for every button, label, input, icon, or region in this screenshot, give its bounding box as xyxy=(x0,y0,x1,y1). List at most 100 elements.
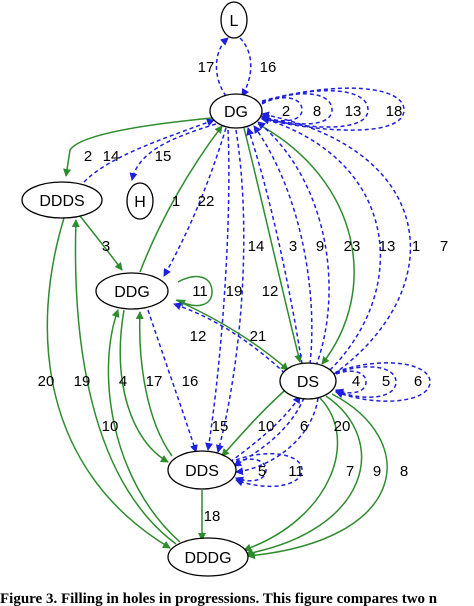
nodes: L DG DDDS H DDG DS DDS DDDG xyxy=(21,1,337,577)
edge-label: 12 xyxy=(262,283,279,300)
edge-ds-to-dg-9 xyxy=(253,125,313,365)
edge-dg-to-l xyxy=(215,37,229,97)
edge-label: 14 xyxy=(103,148,120,165)
edge-label: 9 xyxy=(373,463,381,480)
node-ds-label: DS xyxy=(297,374,319,391)
edge-label: 22 xyxy=(198,193,215,210)
edge-ds-to-dg-3 xyxy=(246,127,303,365)
edge-label: 3 xyxy=(102,238,110,255)
edge-dg-self-8 xyxy=(261,93,333,125)
edge-dddg-to-ddds xyxy=(71,219,177,545)
edge-label: 17 xyxy=(146,373,163,390)
edge-label: 4 xyxy=(119,373,127,390)
edges xyxy=(46,37,431,560)
figure-caption: Figure 3. Filling in holes in progressio… xyxy=(0,591,438,606)
edge-ddds-to-dddg xyxy=(46,217,171,549)
edge-label: 5 xyxy=(382,373,390,390)
edge-label: 2 xyxy=(84,148,92,165)
node-h-label: H xyxy=(134,194,146,211)
edge-label: 18 xyxy=(204,508,221,525)
node-ddds-label: DDDS xyxy=(39,193,84,210)
edge-dg-self-2 xyxy=(261,97,303,123)
edge-ds-to-dddg-9 xyxy=(245,395,363,557)
edge-label: 16 xyxy=(260,59,277,76)
edge-ds-to-dds-15 xyxy=(221,383,293,457)
edge-label: 15 xyxy=(212,418,229,435)
edge-ddds-to-ddg xyxy=(79,215,123,271)
node-h: H xyxy=(126,182,154,220)
edge-label: 7 xyxy=(440,238,448,255)
edge-label: 11 xyxy=(288,463,304,480)
edge-label: 11 xyxy=(192,283,208,300)
edge-label: 5 xyxy=(258,463,266,480)
edge-ds-to-dg-23 xyxy=(257,121,330,367)
edge-label: 19 xyxy=(226,283,243,300)
edge-dg-to-h xyxy=(129,123,217,181)
edge-label: 18 xyxy=(386,103,403,120)
edge-label: 8 xyxy=(400,463,408,480)
edge-label: 6 xyxy=(414,373,422,390)
edge-dg-to-ds-13 xyxy=(257,123,355,365)
edge-labels: 17 16 2 8 13 18 2 14 15 1 22 3 11 19 12 … xyxy=(38,59,449,525)
edge-dds-to-ds-10 xyxy=(229,395,301,463)
edge-dg-to-ddds xyxy=(63,117,213,177)
edge-ddds-to-dg xyxy=(83,118,215,183)
edge-dds-self-11 xyxy=(235,452,303,488)
node-dddg-label: DDDG xyxy=(184,550,231,567)
edge-dds-to-ddg-17 xyxy=(135,311,173,457)
edge-label: 6 xyxy=(300,418,308,435)
node-ds: DS xyxy=(279,362,337,400)
edge-ddg-to-dds-16 xyxy=(147,309,198,453)
edge-dg-to-ds-14 xyxy=(243,127,303,363)
edge-label: 15 xyxy=(155,148,172,165)
edge-ds-to-dddg-7 xyxy=(243,397,339,552)
edge-dg-to-ddg xyxy=(163,127,227,277)
edge-dg-to-dds-19 xyxy=(205,129,230,451)
edge-ds-to-dds-20 xyxy=(235,397,319,476)
edge-label: 21 xyxy=(250,328,267,345)
edge-label: 20 xyxy=(38,373,55,390)
edge-label: 1 xyxy=(412,238,420,255)
edge-label: 8 xyxy=(313,103,321,120)
edge-ds-self-4 xyxy=(335,370,367,397)
node-dg: DG xyxy=(209,93,263,129)
edge-ds-to-dg-1 xyxy=(261,116,382,371)
edge-ddg-to-dds-4 xyxy=(119,309,169,463)
edge-dds-self-5 xyxy=(235,458,267,485)
node-dds-label: DDS xyxy=(185,463,219,480)
edge-label: 1 xyxy=(172,193,180,210)
edge-label: 13 xyxy=(379,238,396,255)
edge-label: 12 xyxy=(190,328,207,345)
edge-ds-to-dddg-8 xyxy=(247,393,388,560)
node-dds: DDS xyxy=(167,450,237,490)
edge-l-to-dg xyxy=(239,37,252,97)
edge-ddg-self-11 xyxy=(177,275,213,307)
node-ddg: DDG xyxy=(95,272,169,310)
node-dg-label: DG xyxy=(224,104,248,121)
edge-label: 23 xyxy=(344,238,361,255)
edge-ds-to-dds-6 xyxy=(233,397,305,467)
edge-label: 2 xyxy=(282,103,290,120)
edge-ds-to-ddg-12 xyxy=(173,302,291,379)
edge-ds-to-dg-7 xyxy=(261,111,411,375)
edge-label: 19 xyxy=(74,373,91,390)
edge-label: 14 xyxy=(248,238,265,255)
edge-ddg-to-ds-21 xyxy=(175,299,289,371)
edge-label: 7 xyxy=(346,463,354,480)
edge-label: 17 xyxy=(198,59,215,76)
edge-label: 10 xyxy=(102,418,119,435)
edge-label: 20 xyxy=(334,418,351,435)
edge-dg-to-dds-12 xyxy=(215,129,245,453)
edge-dg-self-18 xyxy=(261,87,405,131)
node-l: L xyxy=(220,1,248,39)
node-ddds: DDDS xyxy=(21,181,103,219)
edge-label: 3 xyxy=(289,238,297,255)
node-dddg: DDDG xyxy=(167,537,249,577)
node-l-label: L xyxy=(230,13,239,30)
edge-label: 13 xyxy=(345,103,362,120)
edge-ddg-to-dg xyxy=(139,125,223,273)
node-ddg-label: DDG xyxy=(114,284,150,301)
edge-label: 10 xyxy=(258,418,275,435)
edge-label: 16 xyxy=(182,373,199,390)
